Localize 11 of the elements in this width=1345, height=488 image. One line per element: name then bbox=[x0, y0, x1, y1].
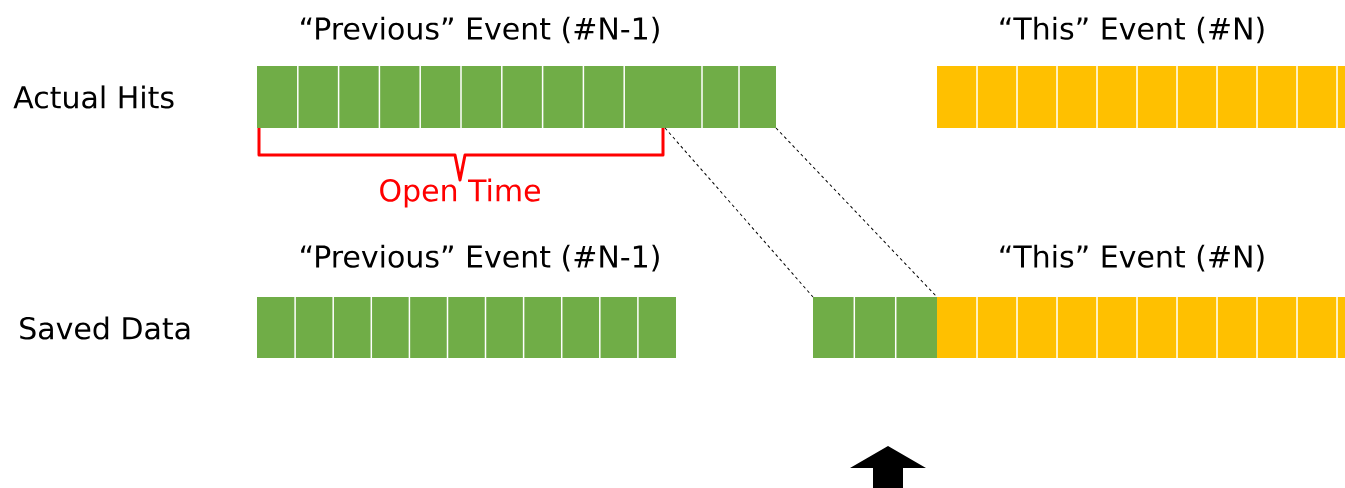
dashed-line bbox=[664, 127, 814, 298]
segmented-bar bbox=[813, 296, 937, 359]
row-label: Saved Data bbox=[20, 316, 190, 340]
event-heading: “Previous” Event (#N-1) bbox=[301, 16, 659, 44]
brace-label: Open Time bbox=[380, 178, 540, 208]
segmented-bar bbox=[257, 296, 676, 359]
segmented-bar bbox=[665, 65, 776, 129]
segmented-bar bbox=[937, 65, 1345, 129]
segmented-bar bbox=[937, 296, 1345, 359]
event-heading: “This” Event (#N) bbox=[1000, 244, 1264, 272]
dashed-line bbox=[775, 127, 938, 298]
